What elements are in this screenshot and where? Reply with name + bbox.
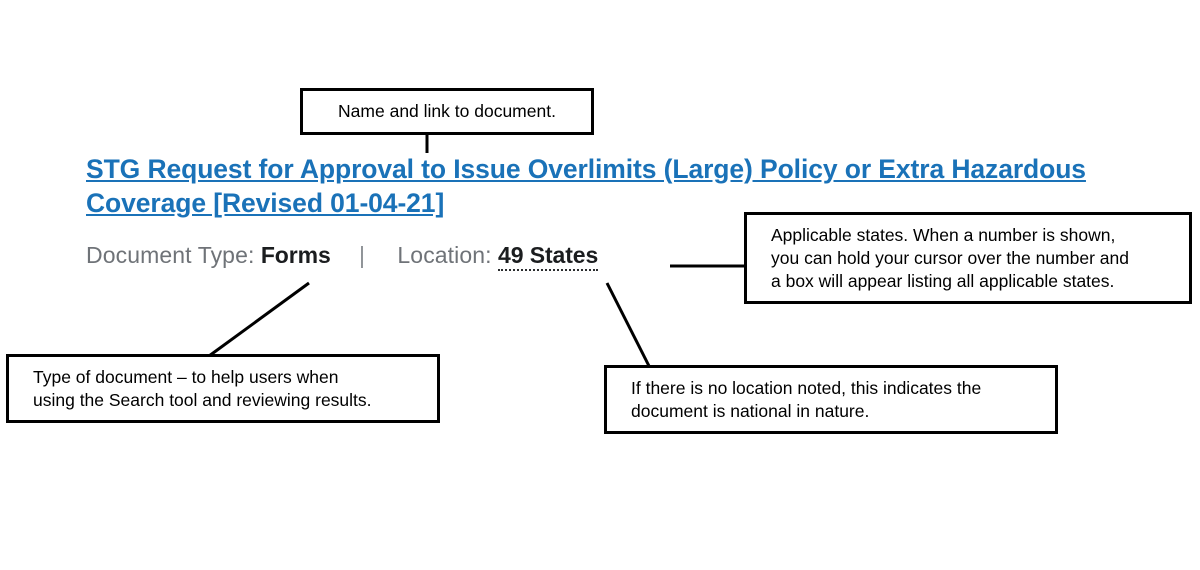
callout-name-and-link: Name and link to document. [300, 88, 594, 135]
location-label: Location: [397, 242, 492, 268]
metadata-separator: | [359, 242, 366, 268]
location-value-tooltip-trigger[interactable]: 49 States [498, 242, 598, 271]
callout-document-type-text: Type of document – to help users when us… [33, 366, 372, 410]
connector-national-to-location [605, 282, 651, 367]
document-type-value: Forms [260, 242, 331, 268]
document-type-label: Document Type: [86, 242, 255, 268]
connector-doctype-to-forms [208, 281, 310, 358]
callout-applicable-states: Applicable states. When a number is show… [744, 212, 1192, 304]
document-record: STG Request for Approval to Issue Overli… [86, 152, 1176, 271]
callout-name-and-link-text: Name and link to document. [338, 101, 556, 121]
callout-document-type: Type of document – to help users when us… [6, 354, 440, 423]
document-metadata-line: Document Type: Forms | Location: 49 Stat… [86, 240, 1176, 271]
callout-no-location-text: If there is no location noted, this indi… [631, 377, 982, 421]
callout-applicable-states-text: Applicable states. When a number is show… [771, 224, 1129, 291]
callout-no-location: If there is no location noted, this indi… [604, 365, 1058, 434]
document-title-link[interactable]: STG Request for Approval to Issue Overli… [86, 154, 1086, 218]
